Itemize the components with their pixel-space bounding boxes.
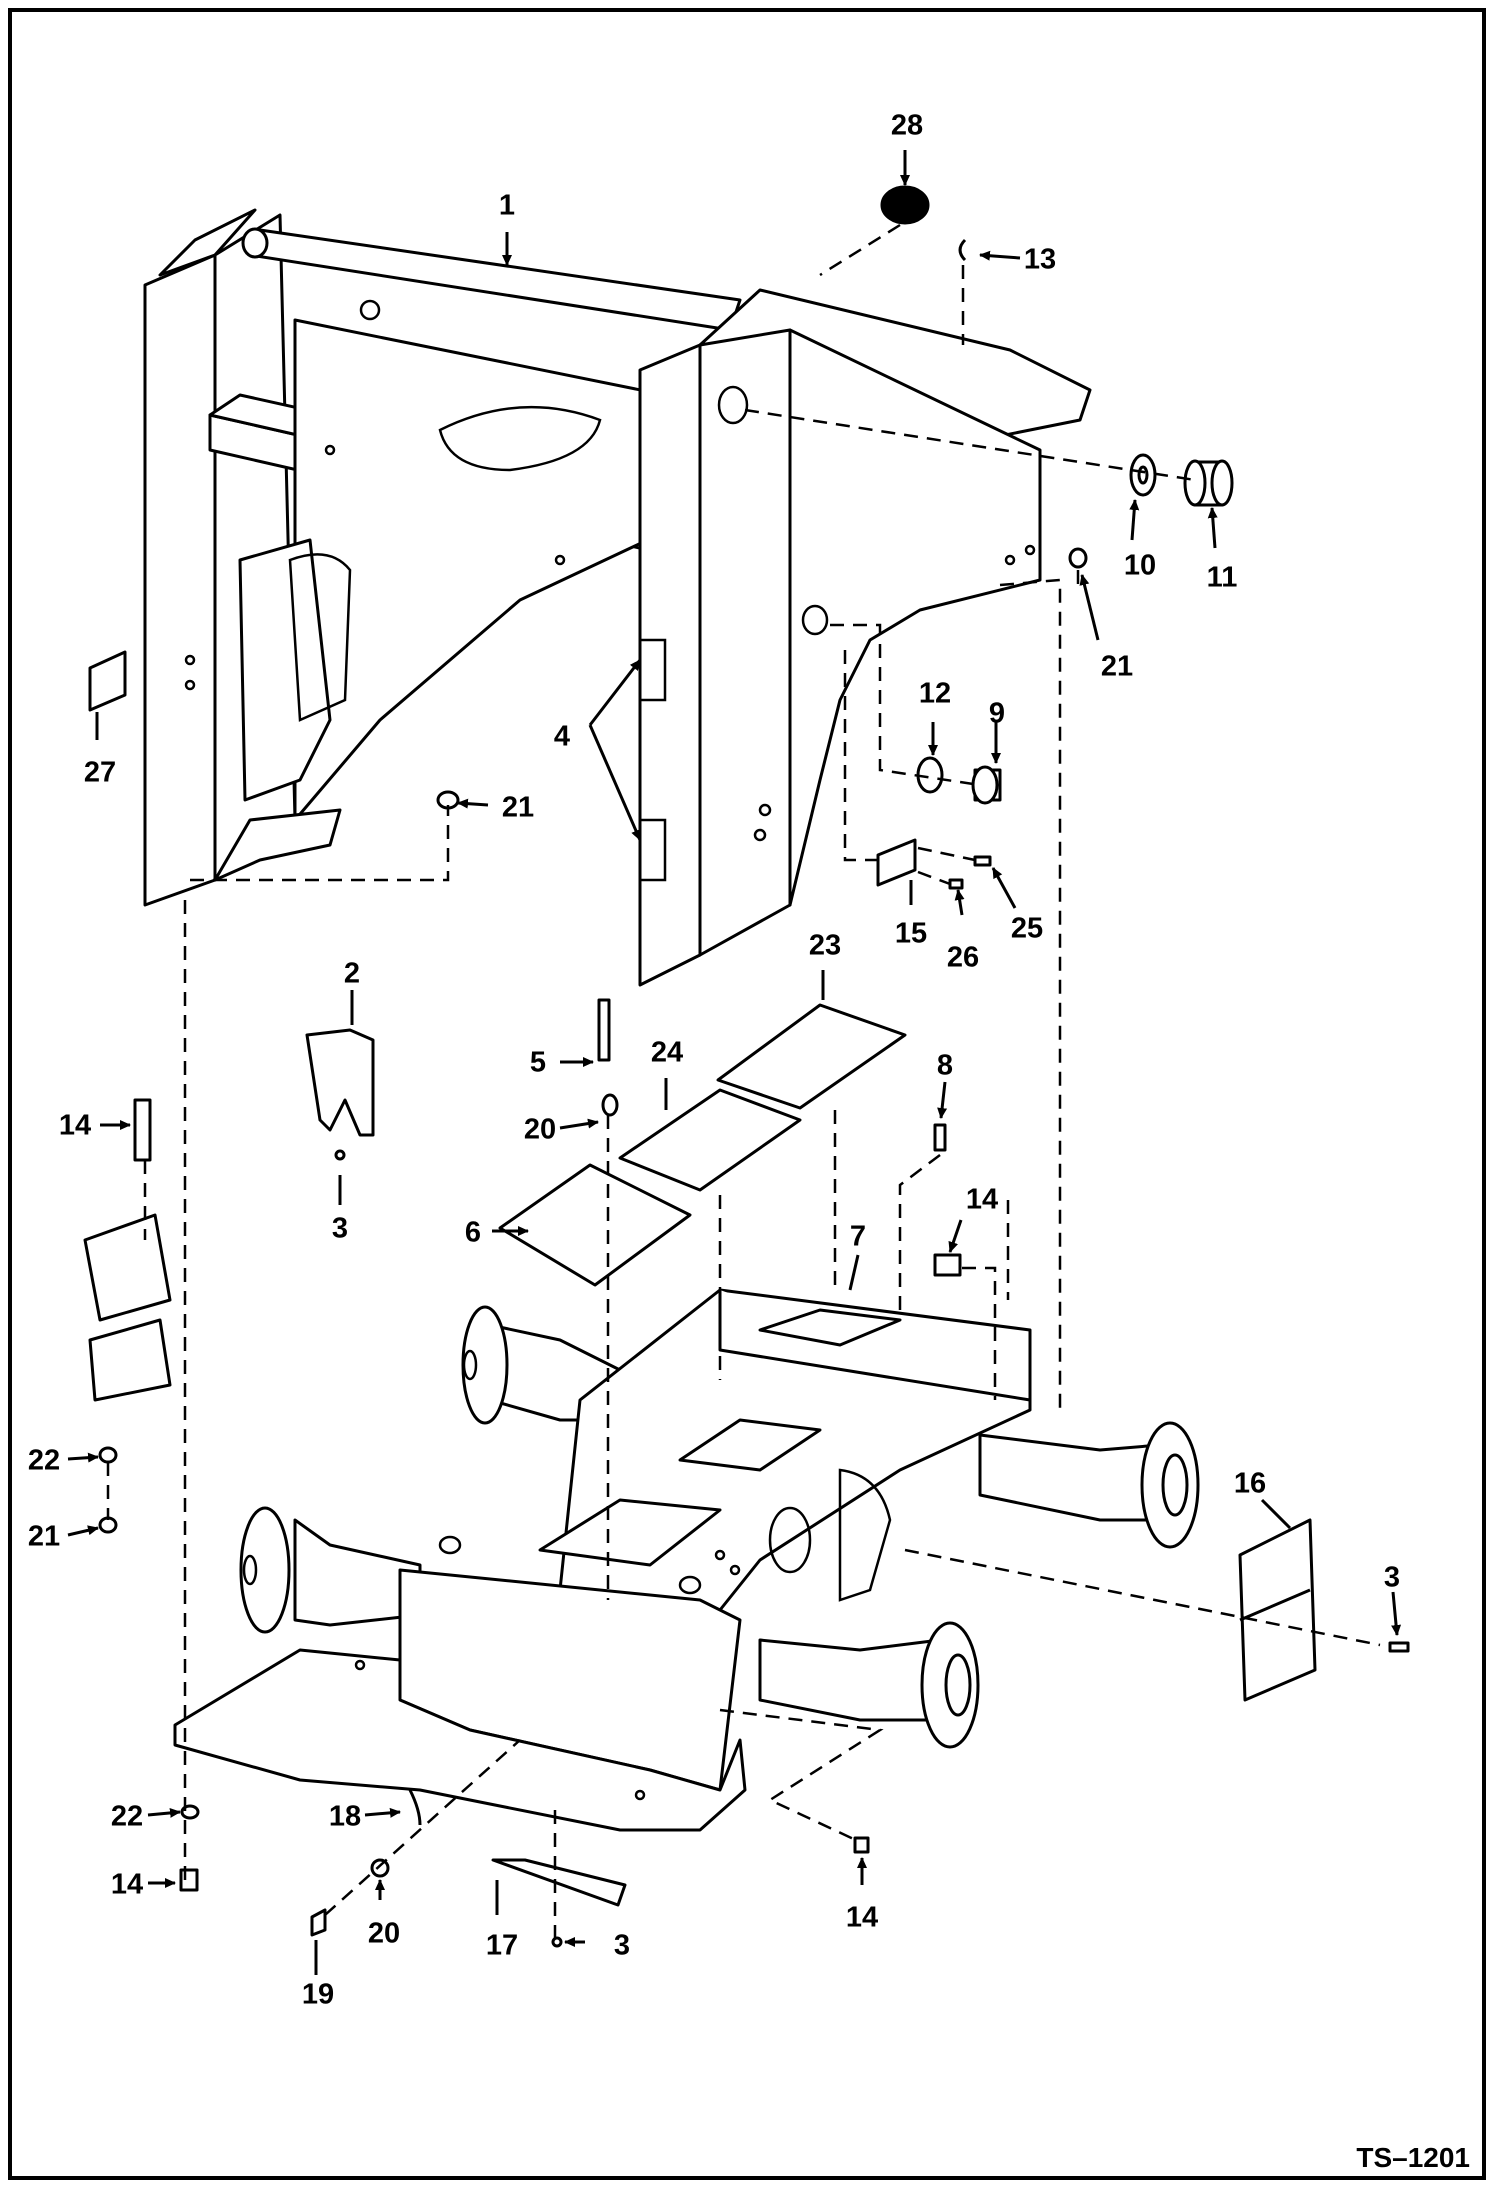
callout-2: 2 [343, 957, 361, 990]
callout-17: 17 [485, 1929, 519, 1962]
assembly-dash-lines [106, 223, 1381, 1940]
callout-leaders [67, 150, 1402, 1975]
callout-4: 4 [553, 720, 571, 753]
callout-21: 21 [501, 791, 535, 824]
callout-7: 7 [849, 1220, 867, 1253]
callout-19: 19 [301, 1978, 335, 2011]
axle-frame-details [242, 1349, 892, 1801]
drawing-code: TS–1201 [1356, 2142, 1470, 2173]
callout-3: 3 [1383, 1561, 1401, 1594]
callout-20: 20 [523, 1113, 557, 1146]
callout-26: 26 [946, 941, 980, 974]
callout-6: 6 [464, 1216, 482, 1249]
callout-1: 1 [498, 189, 516, 222]
callout-22: 22 [27, 1444, 61, 1477]
callout-14: 14 [965, 1183, 999, 1216]
callout-21: 21 [27, 1520, 61, 1553]
callout-3: 3 [613, 1929, 631, 1962]
main-frame-drawing [143, 208, 1092, 987]
callout-28: 28 [890, 109, 924, 142]
callout-22: 22 [110, 1800, 144, 1833]
callout-14: 14 [845, 1901, 879, 1934]
callout-14: 14 [58, 1109, 92, 1142]
callout-16: 16 [1233, 1467, 1267, 1500]
callout-21: 21 [1100, 650, 1134, 683]
axle-frame-drawing [173, 1288, 1200, 1832]
callout-25: 25 [1010, 912, 1044, 945]
callout-18: 18 [328, 1800, 362, 1833]
callout-9: 9 [988, 697, 1006, 730]
callout-23: 23 [808, 929, 842, 962]
callout-27: 27 [83, 756, 117, 789]
callout-12: 12 [918, 677, 952, 710]
main-frame-details [184, 299, 1036, 882]
callout-15: 15 [894, 917, 928, 950]
callout-11: 11 [1206, 561, 1238, 594]
small-parts [83, 185, 1410, 1948]
callout-20: 20 [367, 1917, 401, 1950]
callout-14: 14 [110, 1868, 144, 1901]
callout-24: 24 [650, 1036, 684, 1069]
callout-3: 3 [331, 1212, 349, 1245]
callout-10: 10 [1123, 549, 1157, 582]
callout-13: 13 [1023, 243, 1057, 276]
callout-8: 8 [936, 1049, 954, 1082]
callout-5: 5 [529, 1046, 547, 1079]
